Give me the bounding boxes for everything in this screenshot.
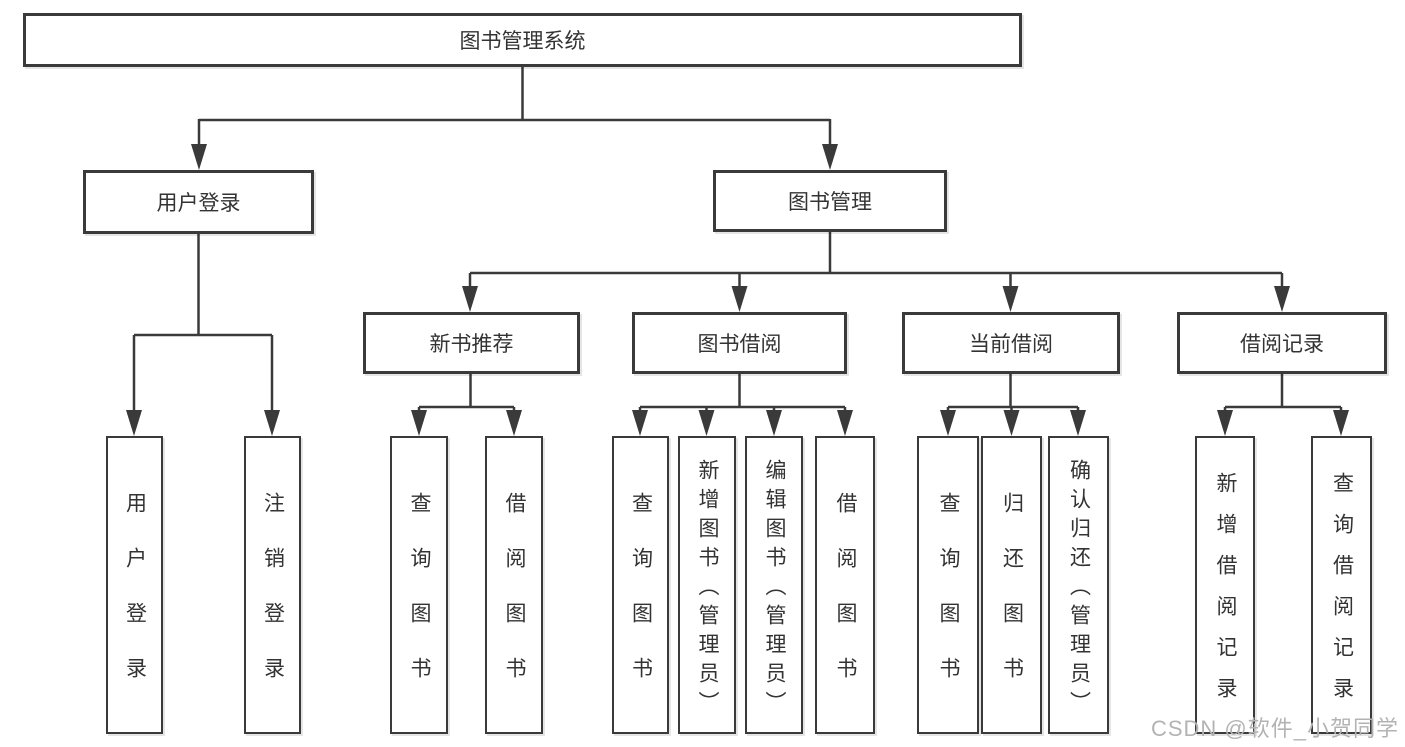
node-label: 借阅记录 — [1240, 333, 1324, 356]
node-label: 查询图书 — [629, 492, 653, 712]
node-label: 新增借阅记录 — [1214, 472, 1237, 718]
leaf-add-borrow-record: 新增借阅记录 — [1195, 436, 1255, 734]
node-label: 编辑图书（管理员） — [763, 458, 786, 720]
leaf-add-books-admin: 新增图书（管理员） — [678, 436, 736, 734]
arrowheads — [126, 144, 1349, 436]
leaf-logout: 注销登录 — [244, 436, 301, 734]
node-label: 图书管理 — [788, 191, 872, 214]
leaf-edit-books-admin: 编辑图书（管理员） — [745, 436, 803, 734]
leaf-query-books-recommend: 查询图书 — [390, 436, 448, 734]
csdn-watermark: CSDN @软件_小贺同学 — [1150, 716, 1399, 741]
leaf-borrow-books-recommend: 借阅图书 — [485, 436, 543, 734]
node-book-management-branch: 图书管理 — [713, 170, 947, 232]
node-label: 查询借阅记录 — [1330, 472, 1354, 718]
leaf-user-login: 用户登录 — [106, 436, 163, 734]
node-label: 当前借阅 — [969, 333, 1053, 356]
leaf-query-books-borrowing: 查询图书 — [612, 436, 669, 734]
node-label: 归还图书 — [1000, 492, 1024, 712]
node-label: 图书管理系统 — [459, 30, 586, 53]
leaf-return-books: 归还图书 — [981, 436, 1042, 734]
node-current-borrowing: 当前借阅 — [902, 312, 1120, 374]
leaf-borrow-books: 借阅图书 — [815, 436, 875, 734]
tree-connector-paths — [132, 67, 1343, 416]
leaf-query-borrow-record: 查询借阅记录 — [1311, 436, 1372, 734]
node-label: 确认归还（管理员） — [1067, 458, 1091, 720]
leaf-confirm-return-admin: 确认归还（管理员） — [1048, 436, 1109, 734]
node-book-borrowing: 图书借阅 — [632, 312, 847, 374]
node-label: 用户登录 — [156, 192, 241, 215]
node-label: 新增图书（管理员） — [696, 458, 719, 720]
node-label: 用户登录 — [123, 492, 147, 712]
node-label: 图书借阅 — [697, 333, 782, 356]
node-label: 注销登录 — [261, 492, 285, 712]
node-new-book-recommendation: 新书推荐 — [363, 312, 580, 374]
node-label: 借阅图书 — [503, 492, 526, 712]
node-library-management-system: 图书管理系统 — [23, 13, 1022, 67]
node-borrowing-records: 借阅记录 — [1177, 312, 1387, 374]
leaf-query-books-current: 查询图书 — [917, 436, 979, 734]
node-label: 借阅图书 — [834, 492, 857, 712]
node-label: 查询图书 — [937, 492, 960, 712]
node-user-login-branch: 用户登录 — [83, 170, 314, 234]
node-label: 查询图书 — [408, 492, 431, 712]
node-label: 新书推荐 — [429, 333, 514, 356]
